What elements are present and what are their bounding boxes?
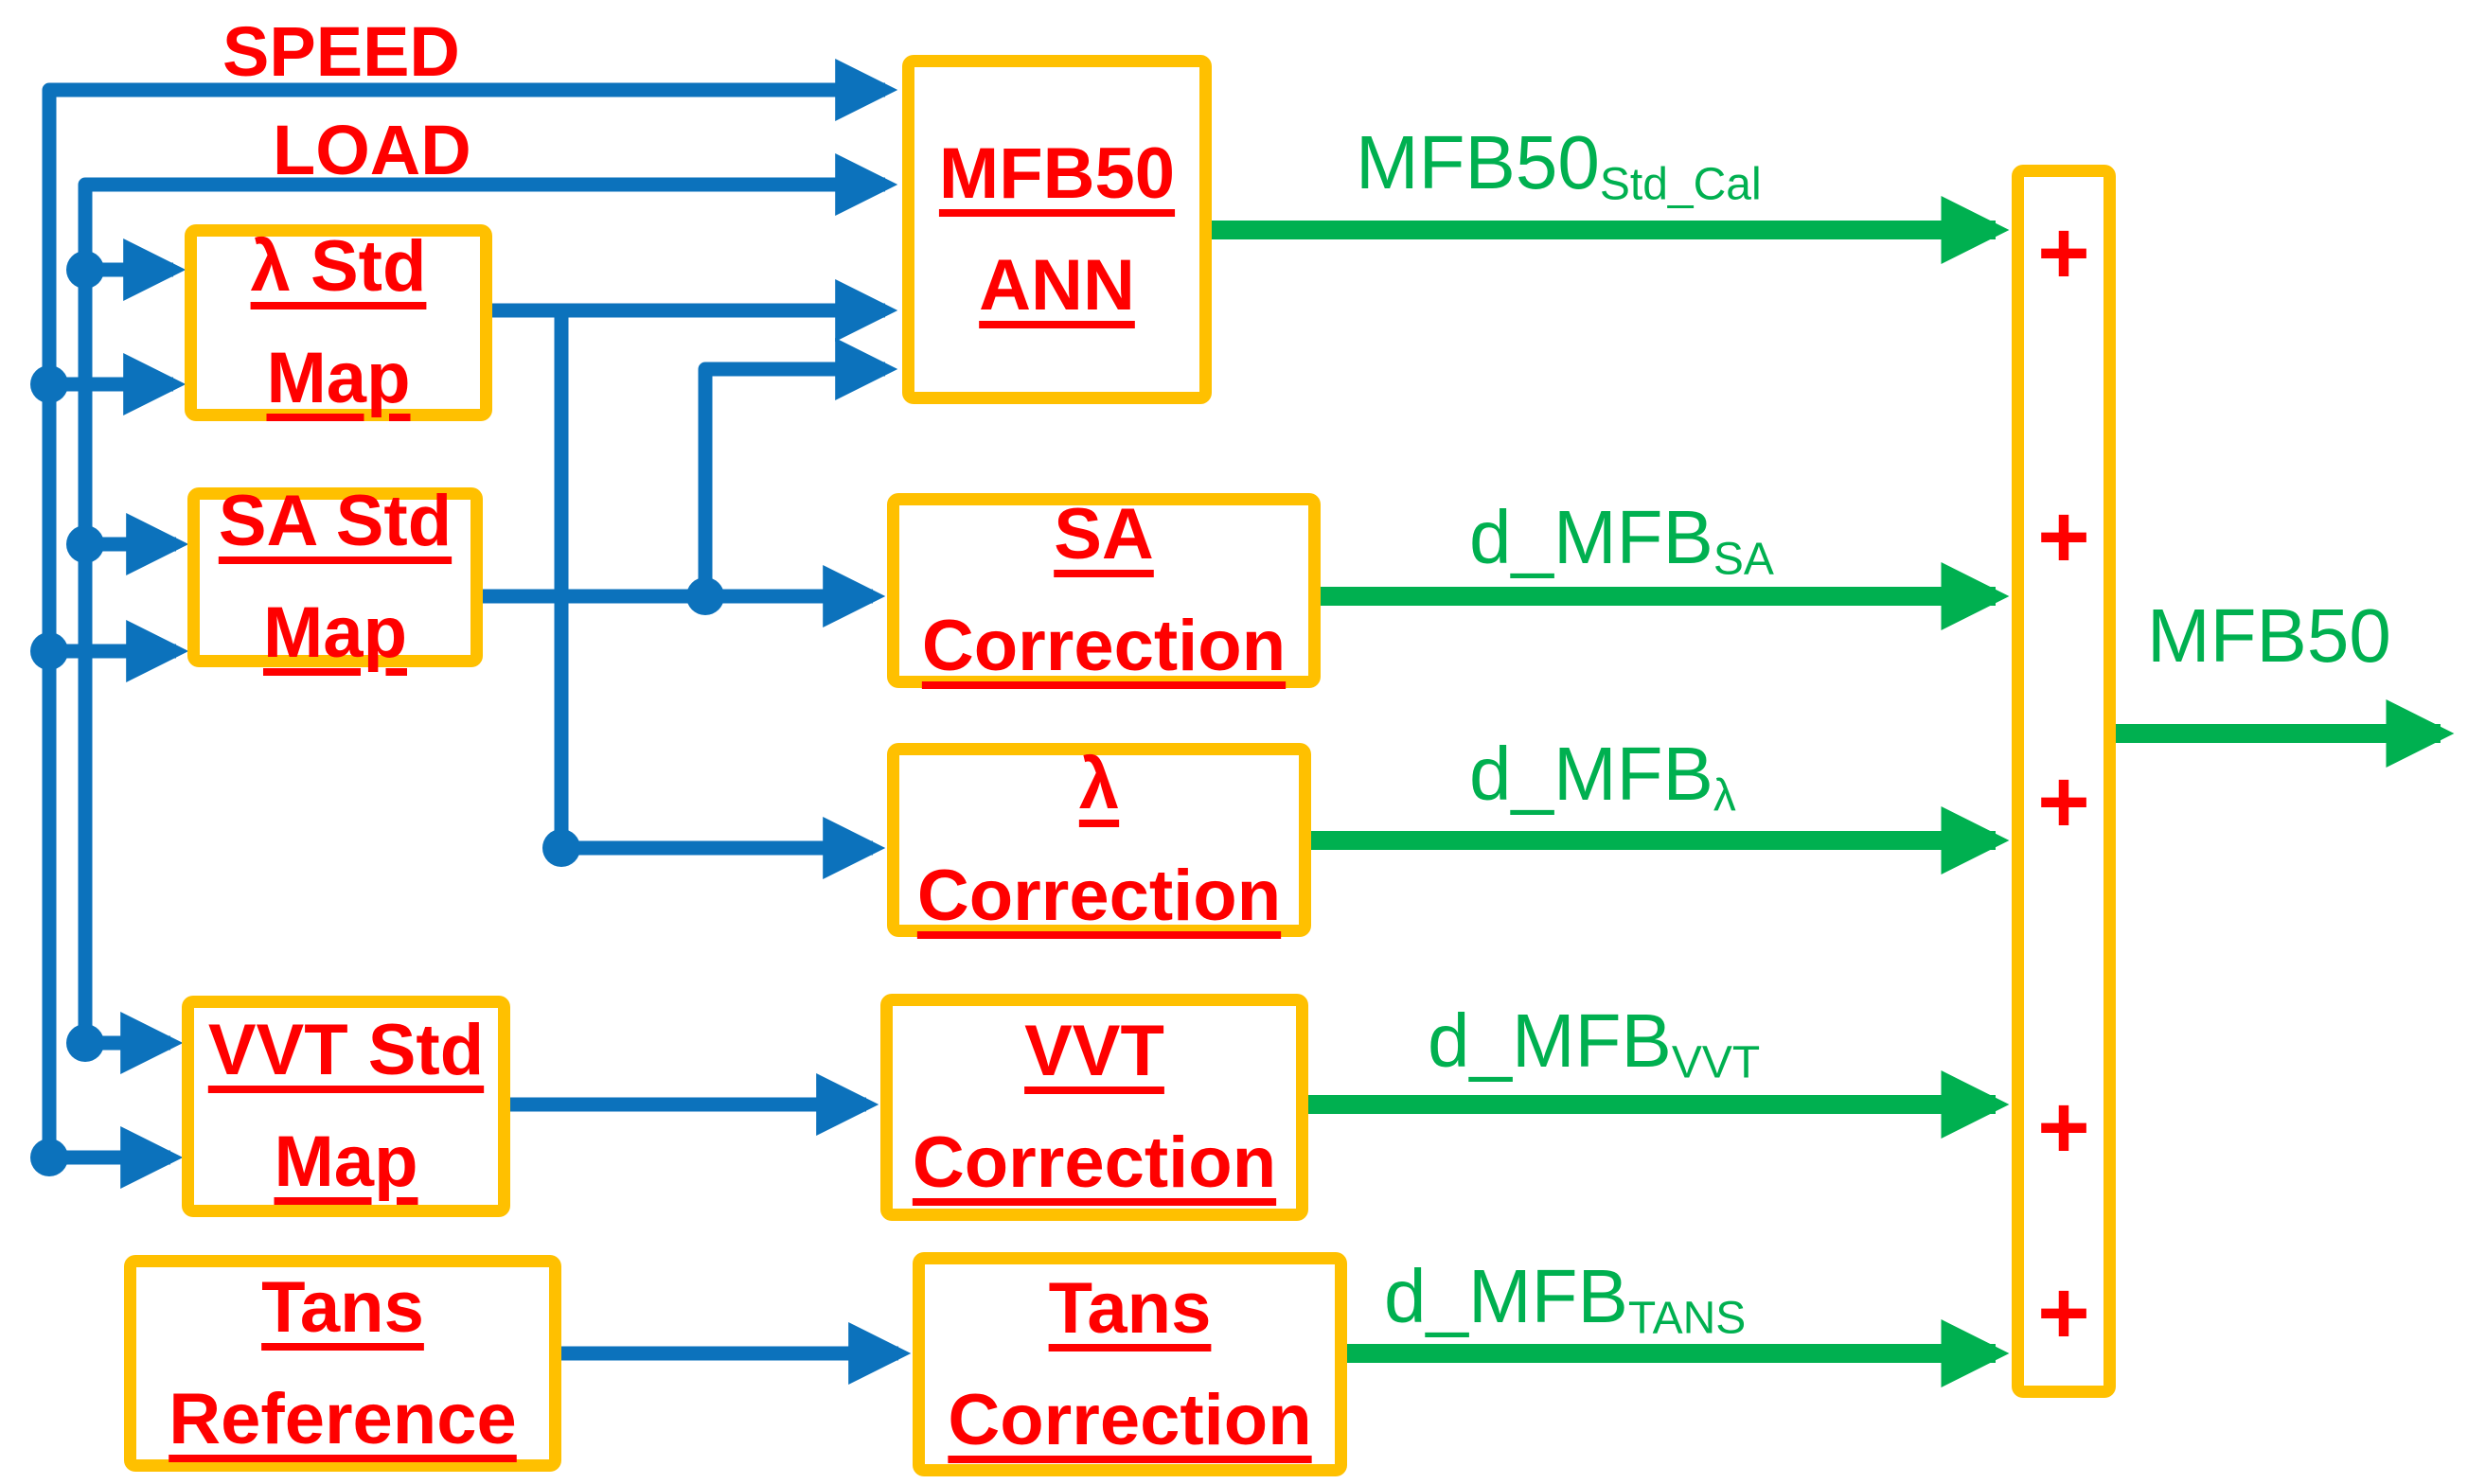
block-label: Correction (916, 855, 1282, 936)
block-label: Map (263, 592, 407, 673)
block-label: SA Std (218, 481, 453, 562)
signal-label-mfb50-std-cal: MFB50Std_Cal (1356, 125, 1762, 208)
block-vvt-std-map: VVT Std Map (182, 996, 510, 1217)
speed-input-label: SPEED (222, 12, 460, 91)
signal-label-d-mfb-sa: d_MFBSA (1469, 500, 1774, 583)
signal-base: d_MFB (1469, 495, 1713, 579)
junction-dot (686, 577, 724, 615)
signal-label-d-mfb-lambda: d_MFBλ (1469, 736, 1736, 820)
block-tans-correction: Tans Correction (913, 1252, 1347, 1476)
block-mfb50-ann: MFB50 ANN (902, 55, 1212, 404)
signal-subscript: TANS (1627, 1293, 1747, 1344)
block-label: Correction (921, 606, 1287, 686)
signal-base: d_MFB (1384, 1254, 1628, 1338)
block-lambda-std-map: λ Std Map (185, 224, 492, 421)
block-label: ANN (979, 244, 1135, 326)
signal-subscript: VVT (1671, 1037, 1761, 1088)
plus-sign: + (2037, 203, 2090, 304)
block-label: Correction (912, 1122, 1277, 1203)
block-label: SA (1054, 494, 1154, 575)
block-label: Tans (261, 1266, 424, 1348)
block-label: Correction (948, 1379, 1312, 1460)
signal-subscript: SA (1713, 534, 1774, 585)
block-label: Tans (1048, 1267, 1212, 1349)
block-label: λ (1078, 743, 1120, 824)
block-label: Map (274, 1122, 418, 1202)
block-sa-std-map: SA Std Map (187, 481, 483, 673)
signal-label-mfb50-output: MFB50 (2147, 593, 2391, 678)
block-label: VVT Std (207, 1010, 485, 1091)
junction-dot (30, 632, 68, 670)
block-label: VVT (1024, 1011, 1164, 1092)
block-vvt-correction: VVT Correction (880, 994, 1308, 1221)
plus-sign: + (2037, 1077, 2090, 1178)
signal-label-d-mfb-tans: d_MFBTANS (1384, 1259, 1746, 1342)
junction-dot (66, 1024, 104, 1062)
speed-bus-line (42, 58, 898, 1157)
block-label: Reference (169, 1378, 517, 1459)
block-lambda-correction: λ Correction (887, 743, 1311, 937)
signal-subscript: Std_Cal (1599, 159, 1762, 210)
plus-sign: + (2037, 1263, 2090, 1364)
signal-base: d_MFB (1428, 998, 1672, 1083)
block-label: λ Std (250, 226, 427, 308)
signal-label-d-mfb-vvt: d_MFBVVT (1428, 1003, 1760, 1086)
signal-subscript: λ (1713, 770, 1736, 822)
signal-base: MFB50 (1356, 120, 1600, 204)
block-label: Map (266, 338, 411, 418)
junction-dot (542, 829, 580, 867)
sa-branch-to-ann-arrow (698, 337, 898, 596)
block-tans-reference: Tans Reference (124, 1255, 561, 1472)
junction-dot (30, 365, 68, 403)
load-bus-line (78, 152, 898, 1043)
load-input-label: LOAD (273, 111, 471, 189)
block-label: MFB50 (938, 132, 1176, 214)
junction-dot (66, 525, 104, 563)
plus-sign: + (2037, 486, 2090, 588)
signal-base: d_MFB (1469, 732, 1713, 816)
junction-dot (30, 1139, 68, 1176)
block-sa-correction: SA Correction (887, 493, 1321, 688)
plus-sign: + (2037, 751, 2090, 853)
block-summer (2012, 165, 2116, 1398)
junction-dot (66, 251, 104, 289)
